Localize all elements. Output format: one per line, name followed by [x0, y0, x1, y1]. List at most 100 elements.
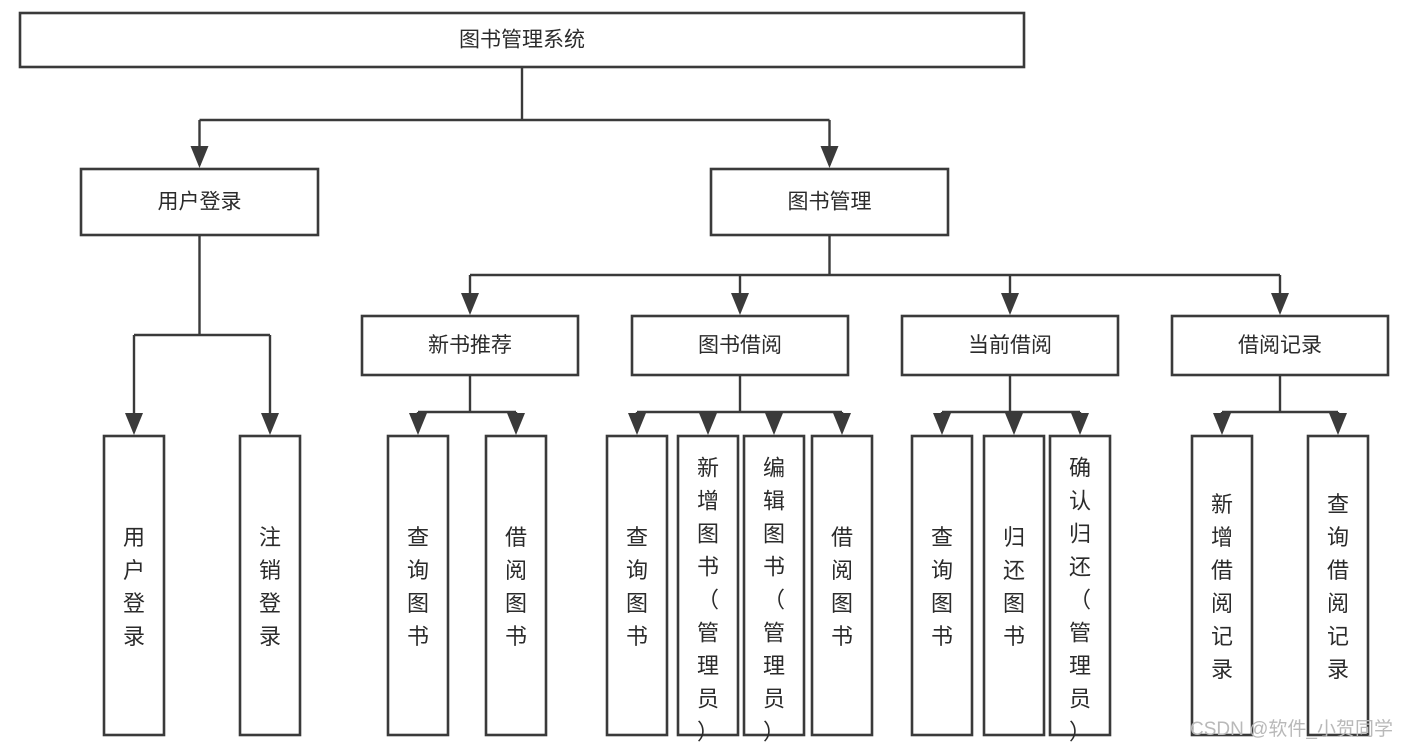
node-book-manage[interactable]: 图书管理: [709, 167, 950, 237]
arrow-head-icon: [1001, 293, 1019, 315]
node-leaf-edit-book-label-char: 理: [763, 654, 785, 679]
node-leaf-edit-book-label-char: 辑: [763, 489, 785, 514]
node-leaf-user-login-label-char: 用: [123, 525, 145, 550]
node-leaf-edit-book-label-char: （: [763, 588, 785, 613]
node-leaf-add-book-rect[interactable]: [676, 434, 740, 737]
node-leaf-user-login-label-char: 录: [123, 624, 145, 649]
node-leaf-return-book-label-char: 书: [1003, 624, 1025, 649]
node-leaf-logout-label-char: 录: [259, 624, 281, 649]
node-leaf-borrow-book-1-label-char: 借: [505, 525, 527, 550]
node-leaf-borrow-book-1-rect[interactable]: [484, 434, 548, 737]
node-book-borrow[interactable]: 图书借阅: [630, 314, 850, 377]
node-leaf-add-record-rect[interactable]: [1190, 434, 1254, 737]
node-leaf-confirm-return-label-char: ）: [1069, 720, 1091, 745]
node-leaf-add-book-label-char: ）: [697, 720, 719, 745]
node-leaf-add-record-label-char: 录: [1211, 657, 1233, 682]
node-leaf-add-book-label-char: 管: [697, 621, 719, 646]
node-leaf-edit-book-rect[interactable]: [742, 434, 806, 737]
node-leaf-confirm-return-label-char: 理: [1069, 654, 1091, 679]
node-user-login-rect[interactable]: [79, 167, 320, 237]
node-leaf-borrow-book-1-label-char: 图: [505, 591, 527, 616]
node-leaf-query-book-2-label-char: 书: [626, 624, 648, 649]
node-current-borrow-label: 当前借阅: [968, 334, 1052, 357]
arrow-head-icon: [765, 413, 783, 435]
node-leaf-add-record-label-char: 阅: [1211, 591, 1233, 616]
node-leaf-query-book-2-rect[interactable]: [605, 434, 669, 737]
node-leaf-query-book-3-rect[interactable]: [910, 434, 974, 737]
arrow-head-icon: [1329, 413, 1347, 435]
node-leaf-query-book-3-label-char: 图: [931, 591, 953, 616]
node-leaf-edit-book-label-char: 员: [763, 687, 785, 712]
node-leaf-edit-book-label-char: 书: [763, 555, 785, 580]
node-leaf-confirm-return-label-char: 确: [1069, 456, 1091, 481]
node-leaf-query-record-rect[interactable]: [1306, 434, 1370, 737]
node-leaf-confirm-return-label-char: 管: [1069, 621, 1091, 646]
node-leaf-query-book-1-label-char: 图: [407, 591, 429, 616]
node-leaf-borrow-book-2-label-char: 阅: [831, 558, 853, 583]
node-leaf-edit-book-label-char: 管: [763, 621, 785, 646]
node-leaf-add-book-label-char: （: [697, 588, 719, 613]
node-leaf-user-login-rect[interactable]: [102, 434, 166, 737]
node-root-title-rect[interactable]: [18, 11, 1026, 69]
node-current-borrow-rect[interactable]: [900, 314, 1120, 377]
node-leaf-add-book-label-char: 员: [697, 687, 719, 712]
node-leaf-confirm-return-label-char: 认: [1069, 489, 1091, 514]
arrow-head-icon: [261, 413, 279, 435]
node-new-book-rec-rect[interactable]: [360, 314, 580, 377]
node-borrow-record[interactable]: 借阅记录: [1170, 314, 1390, 377]
node-layer: 图书管理系统用户登录图书管理新书推荐图书借阅当前借阅借阅记录用户登录注销登录查询…: [18, 11, 1390, 745]
node-leaf-logout-rect[interactable]: [238, 434, 302, 737]
node-leaf-query-book-1-rect[interactable]: [386, 434, 450, 737]
node-leaf-add-book-label-char: 理: [697, 654, 719, 679]
node-borrow-record-label: 借阅记录: [1238, 334, 1322, 357]
node-leaf-return-book-label-char: 归: [1003, 525, 1025, 550]
node-leaf-query-book-2-label-char: 图: [626, 591, 648, 616]
node-leaf-query-record-label-char: 记: [1327, 624, 1349, 649]
arrow-head-icon: [409, 413, 427, 435]
node-leaf-confirm-return-rect[interactable]: [1048, 434, 1112, 737]
node-leaf-borrow-book-2-label-char: 图: [831, 591, 853, 616]
node-leaf-add-record-label-char: 记: [1211, 624, 1233, 649]
node-leaf-edit-book-label-char: 编: [763, 456, 785, 481]
node-leaf-query-book-3-label-char: 询: [931, 558, 953, 583]
node-book-manage-rect[interactable]: [709, 167, 950, 237]
node-leaf-borrow-book-1-label-char: 书: [505, 624, 527, 649]
node-user-login[interactable]: 用户登录: [79, 167, 320, 237]
node-leaf-return-book-rect[interactable]: [982, 434, 1046, 737]
arrow-head-icon: [1005, 413, 1023, 435]
node-leaf-confirm-return-label-char: （: [1069, 588, 1091, 613]
arrow-head-icon: [731, 293, 749, 315]
node-new-book-rec[interactable]: 新书推荐: [360, 314, 580, 377]
node-leaf-query-book-1-label-char: 查: [407, 525, 429, 550]
node-leaf-user-login[interactable]: 用户登录: [102, 434, 166, 737]
node-leaf-user-login-label-char: 登: [123, 591, 145, 616]
node-book-borrow-rect[interactable]: [630, 314, 850, 377]
node-leaf-logout-label-char: 登: [259, 591, 281, 616]
node-leaf-confirm-return-label-char: 还: [1069, 555, 1091, 580]
arrow-head-icon: [125, 413, 143, 435]
node-leaf-borrow-book-2-rect[interactable]: [810, 434, 874, 737]
node-leaf-logout-label-char: 注: [259, 525, 281, 550]
node-borrow-record-rect[interactable]: [1170, 314, 1390, 377]
node-leaf-query-record-label-char: 询: [1327, 525, 1349, 550]
node-leaf-add-book-label-char: 新: [697, 456, 719, 481]
arrow-head-icon: [933, 413, 951, 435]
node-leaf-query-book-2-label-char: 查: [626, 525, 648, 550]
node-current-borrow[interactable]: 当前借阅: [900, 314, 1120, 377]
node-leaf-query-record-label-char: 阅: [1327, 591, 1349, 616]
node-root-title[interactable]: 图书管理系统: [18, 11, 1026, 69]
